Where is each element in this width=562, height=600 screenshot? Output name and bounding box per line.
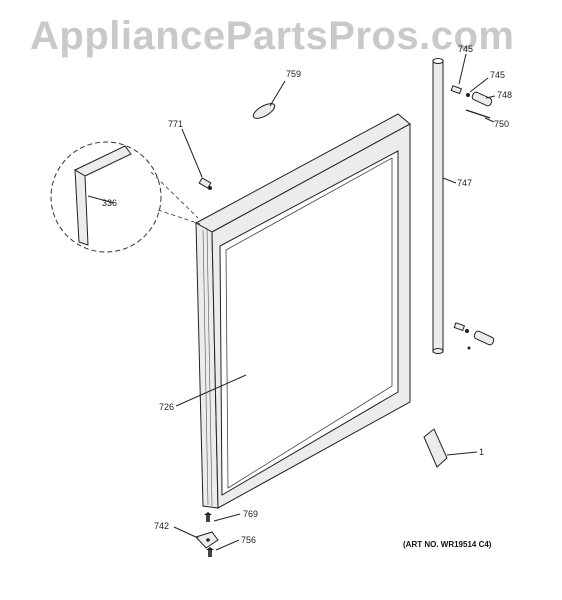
door-frame-726 (194, 113, 411, 509)
watermark-logo: AppliancePartsPros.com (30, 14, 515, 58)
callout-726: 726 (159, 402, 174, 412)
screw-756 (206, 547, 214, 557)
leader-lines (87, 53, 496, 551)
art-number: (ART NO. WR19514 C4) (403, 540, 492, 549)
callout-750: 750 (494, 119, 509, 129)
badge-759 (252, 103, 276, 119)
bottom-hinge-742 (195, 531, 219, 549)
callout-769: 769 (243, 509, 258, 519)
screw-769 (204, 512, 212, 522)
callout-748: 748 (497, 90, 512, 100)
handle-hardware-top (450, 85, 493, 119)
callout-745-a: 745 (458, 44, 473, 54)
callout-742: 742 (154, 521, 169, 531)
callout-756: 756 (241, 535, 256, 545)
handle-hardware-bottom (453, 322, 495, 350)
callout-771: 771 (168, 119, 183, 129)
callout-747: 747 (457, 178, 472, 188)
door-handle-747 (432, 58, 444, 354)
callout-745-b: 745 (490, 70, 505, 80)
detail-circle-336 (50, 141, 201, 253)
label-sheet-1 (423, 428, 448, 468)
callout-336: 336 (102, 198, 117, 208)
hinge-pin-771 (198, 177, 212, 190)
callout-759: 759 (286, 69, 301, 79)
callout-1: 1 (479, 447, 484, 457)
